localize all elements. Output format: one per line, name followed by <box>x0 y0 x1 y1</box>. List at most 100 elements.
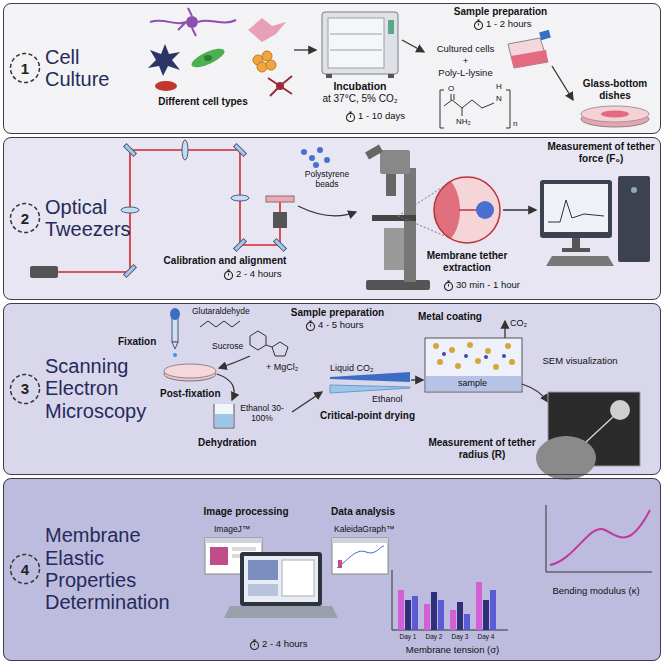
annotation-label: n <box>513 119 517 128</box>
step-number-circle: 2 <box>9 202 41 234</box>
sem-preparation-part <box>250 331 266 350</box>
metal-coating-part-part <box>442 352 446 356</box>
analysis-screens-part <box>337 546 384 568</box>
tension-bar-chart-part <box>438 600 444 630</box>
cell-types <box>148 8 292 96</box>
step-panel: Optical Tweezers2 <box>3 137 661 300</box>
culture-flask <box>508 30 551 68</box>
analysis-screens <box>205 538 388 618</box>
sem-preparation <box>164 308 423 428</box>
polystyrene-beads-part <box>313 162 319 168</box>
annotation-label: 2 - 4 hours <box>262 639 307 650</box>
incubator-part <box>330 34 382 35</box>
annotation-label: Metal coating <box>418 311 482 323</box>
incubator-part <box>322 12 398 74</box>
tension-bar-chart-part <box>476 582 482 630</box>
annotation-label: CO₂ <box>510 318 527 328</box>
analysis-screens-part <box>332 538 388 543</box>
cell-types-part <box>248 18 286 42</box>
metal-coating-part-part <box>449 347 455 353</box>
bending-line-chart-part <box>550 510 650 565</box>
panel-grounds-part <box>3 137 661 300</box>
analysis-screens-part <box>232 547 256 551</box>
annotation-label: Critical-point drying <box>320 410 415 422</box>
polystyrene-beads-part <box>317 147 323 153</box>
microscope <box>365 145 430 290</box>
clock-icons-part <box>444 281 452 290</box>
analysis-screens-part <box>248 560 278 580</box>
metal-coating-part-part <box>484 355 488 359</box>
analysis-screens-part <box>205 538 262 543</box>
metal-coating-part <box>425 338 522 392</box>
annotation-label: Sucrose <box>212 342 243 352</box>
sem-preparation-part <box>170 308 180 320</box>
tension-bar-chart-part <box>490 590 496 630</box>
cell-types-part <box>204 55 212 61</box>
cell-types-part <box>276 82 284 90</box>
tension-bar-chart-part <box>431 592 437 630</box>
step-number-circle: 3 <box>9 373 41 405</box>
step-number: 2 <box>21 210 29 227</box>
analysis-screens-part <box>224 606 338 618</box>
clock-icons-part <box>474 20 482 29</box>
polystyrene-beads-part <box>301 149 307 155</box>
glass-bottom-dish-part <box>581 106 649 122</box>
sem-preparation-part <box>200 321 240 327</box>
tension-bar-chart <box>392 570 508 630</box>
sem-preparation-part <box>173 353 177 357</box>
microscope-part <box>386 174 396 196</box>
annotation-label: Day 3 <box>447 633 473 640</box>
annotation-label: 2 - 4 hours <box>236 269 281 280</box>
computer-part <box>540 180 612 238</box>
annotation-label: Dehydration <box>198 437 256 449</box>
microscope-part <box>384 228 404 270</box>
annotation-label: Poly-L-lysine <box>428 68 503 79</box>
annotation-label: ImageJ™ <box>214 525 250 535</box>
analysis-screens-part <box>332 538 388 574</box>
metal-coating-part-part <box>493 364 499 370</box>
annotation-label: Different cell types <box>148 96 258 108</box>
annotation-label: Sample preparation <box>443 6 558 18</box>
sem-preparation-part <box>214 404 234 428</box>
metal-coating-part-part <box>505 343 511 349</box>
annotation-label: at 37°C, 5% CO₂ <box>305 93 415 105</box>
step-number-circle: 1 <box>9 52 41 84</box>
annotation-label: Post-fixation <box>160 388 221 400</box>
metal-coating <box>425 321 548 402</box>
cell-types-part <box>268 76 292 96</box>
step-title: Membrane Elastic Properties Determinatio… <box>45 524 195 614</box>
tension-bar-chart-part <box>450 610 456 630</box>
cell-types-part <box>150 8 236 36</box>
tether-zoom-part <box>420 176 460 244</box>
tether-zoom-part <box>459 209 477 211</box>
optical-path-part <box>234 144 247 157</box>
cell-types-part <box>266 60 276 70</box>
tension-bar-chart-part <box>405 600 411 630</box>
computer-part <box>562 248 590 252</box>
incubator-part <box>326 74 332 78</box>
clock-icons-part <box>346 112 354 121</box>
sem-preparation-part <box>266 345 272 347</box>
sem-preparation-part <box>164 364 216 378</box>
computer <box>540 176 650 266</box>
tension-bar-chart-part <box>424 604 430 630</box>
annotation-label: Data analysis <box>318 506 408 518</box>
annotation-label: Bending modulus (κ) <box>536 586 656 597</box>
optical-path-part <box>30 266 58 278</box>
cell-types-part <box>257 62 267 72</box>
microscope-part <box>380 150 410 174</box>
metal-coating-part-part <box>485 348 491 354</box>
computer-part <box>618 176 650 262</box>
microscope-part <box>372 215 416 221</box>
annotation-label: Liquid CO₂ <box>330 363 374 373</box>
poly-l-lysine-part <box>444 100 494 108</box>
tension-bar-chart-part <box>392 570 508 630</box>
computer-part <box>544 184 608 232</box>
poly-l-lysine-part <box>440 90 444 128</box>
annotation-label: sample <box>458 378 487 388</box>
metal-coating-part <box>426 376 521 391</box>
sem-preparation-part <box>219 356 250 368</box>
microscope-part <box>366 280 430 290</box>
computer-part <box>572 238 580 248</box>
sem-preparation-part <box>292 392 322 412</box>
